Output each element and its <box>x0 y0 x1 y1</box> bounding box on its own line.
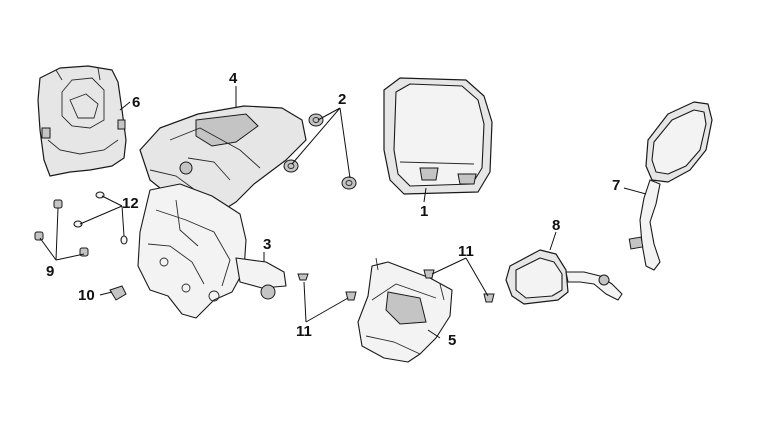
part-6-rear-cover <box>37 65 127 177</box>
callout-2: 2 <box>338 91 346 108</box>
callout-7: 7 <box>612 177 620 194</box>
part-8-mirror-right <box>505 249 623 305</box>
callout-10: 10 <box>78 287 95 304</box>
part-10-clip <box>109 285 127 301</box>
callout-8: 8 <box>552 217 560 234</box>
part-5-meter-bracket <box>357 257 453 363</box>
callout-12: 12 <box>122 195 139 212</box>
callout-4: 4 <box>229 70 238 87</box>
part-9-nuts <box>34 199 89 257</box>
part-12-washers <box>73 191 128 245</box>
callout-9: 9 <box>46 263 54 280</box>
leader-lines <box>39 86 647 339</box>
callout-3: 3 <box>263 236 271 253</box>
callout-5: 5 <box>448 332 456 349</box>
part-11-screws <box>297 269 495 303</box>
callout-1: 1 <box>420 203 428 220</box>
part-7-mirror-left <box>628 101 713 271</box>
part-2-grommets <box>283 113 357 190</box>
part-3-mounting-bracket <box>137 183 287 319</box>
part-1-meter-assembly <box>383 77 493 195</box>
callout-11-right: 11 <box>458 243 474 260</box>
callout-6: 6 <box>132 94 140 111</box>
callout-11-left: 11 <box>296 323 312 340</box>
